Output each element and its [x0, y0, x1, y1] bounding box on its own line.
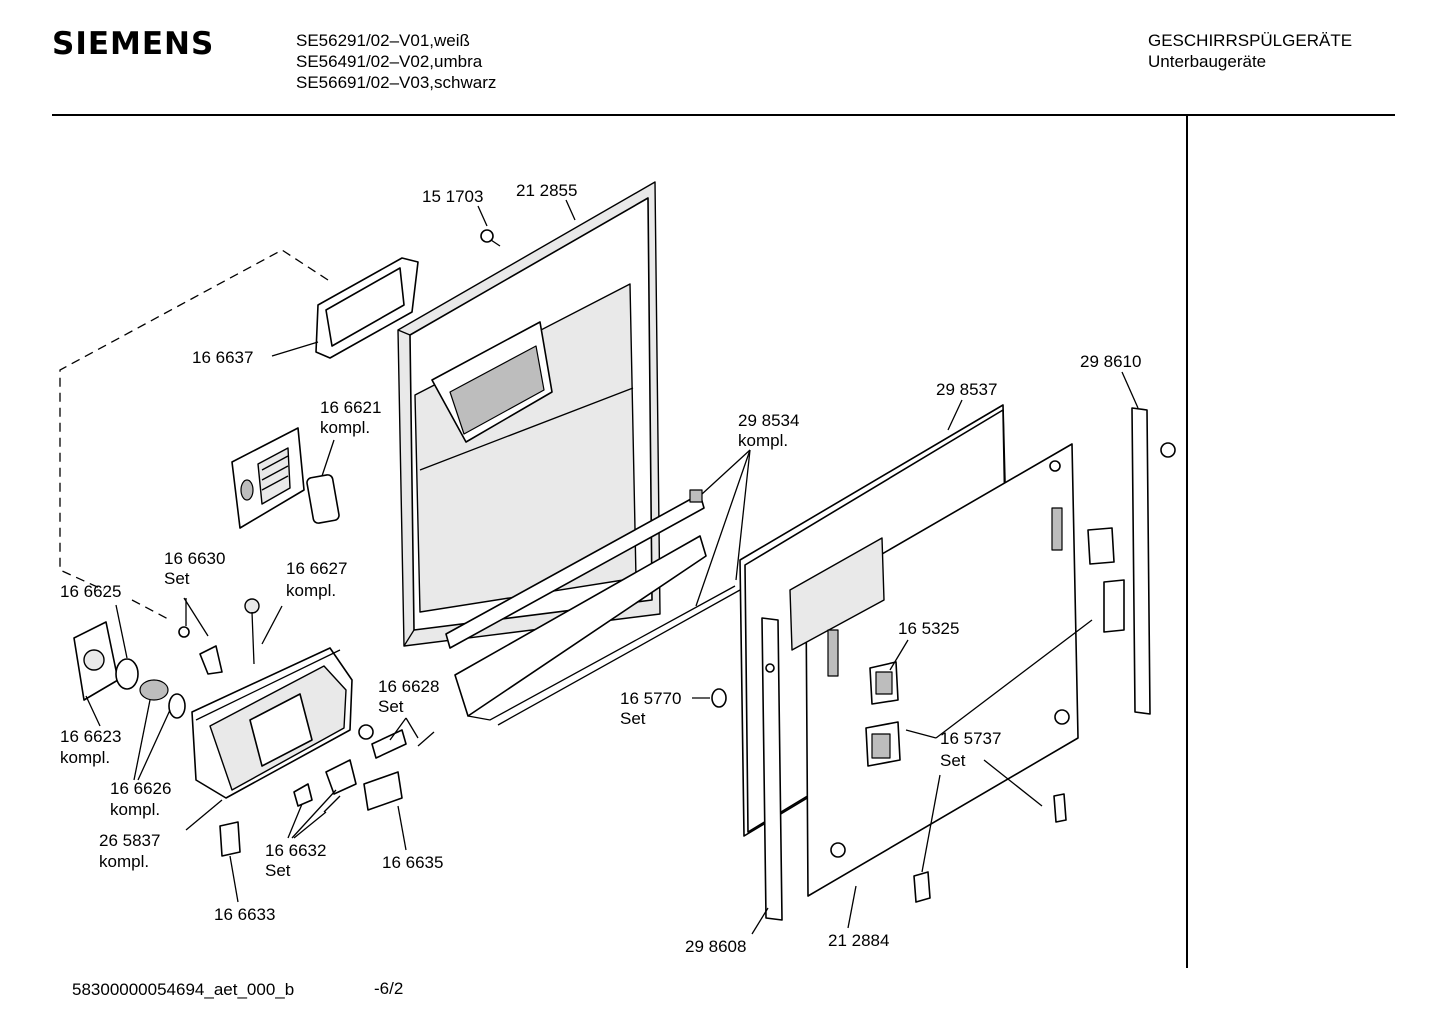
- label-151703: 15 1703: [422, 187, 483, 206]
- category-block: GESCHIRRSPÜLGERÄTE Unterbaugeräte: [1148, 30, 1352, 72]
- label-166632: 16 6632: [265, 841, 326, 860]
- leader-lines: [85, 199, 1139, 935]
- label-166625: 16 6625: [60, 582, 121, 601]
- side-strip-right: [1087, 407, 1176, 715]
- latch-part: [869, 661, 899, 705]
- label-166630-sub: Set: [164, 569, 190, 588]
- model-line: SE56291/02–V01,weiß: [296, 31, 470, 50]
- label-165737: 16 5737: [940, 729, 1001, 748]
- label-165737-sub: Set: [940, 751, 966, 770]
- label-166626: 16 6626: [110, 779, 171, 798]
- label-166621: 16 6621: [320, 398, 381, 417]
- plug-part: [711, 688, 727, 708]
- label-298537: 29 8537: [936, 380, 997, 399]
- label-166627: 16 6627: [286, 559, 347, 578]
- dispenser-seal-frame: [315, 257, 419, 359]
- small-pieces: [178, 598, 374, 740]
- label-265837: 26 5837: [99, 831, 160, 850]
- inner-door-panel: [397, 181, 661, 647]
- selector-knob: [73, 621, 186, 719]
- label-166637: 16 6637: [192, 348, 253, 367]
- label-166623-sub: kompl.: [60, 748, 110, 767]
- door-trim-strip: [445, 489, 741, 726]
- label-165770: 16 5770: [620, 689, 681, 708]
- brand-logo: SIEMENS: [52, 26, 215, 62]
- category-subtitle: Unterbaugeräte: [1148, 52, 1267, 71]
- model-list: SE56291/02–V01,weiß SE56491/02–V02,umbra…: [296, 30, 496, 93]
- category-title: GESCHIRRSPÜLGERÄTE: [1148, 31, 1353, 50]
- label-165770-sub: Set: [620, 709, 646, 728]
- label-166627-sub: kompl.: [286, 581, 336, 600]
- label-166635: 16 6635: [382, 853, 443, 872]
- label-212884: 21 2884: [828, 931, 889, 950]
- label-298610: 29 8610: [1080, 352, 1141, 371]
- label-265837-sub: kompl.: [99, 852, 149, 871]
- label-166621-sub: kompl.: [320, 418, 370, 437]
- document-id: 58300000054694_aet_000_b: [72, 980, 295, 999]
- label-166628: 16 6628: [378, 677, 439, 696]
- page-number: -6/2: [374, 979, 404, 998]
- label-165325: 16 5325: [898, 619, 959, 638]
- spring-parts: [219, 729, 435, 857]
- label-166630: 16 6630: [164, 549, 225, 568]
- model-line: SE56491/02–V02,umbra: [296, 52, 483, 71]
- label-298534: 29 8534: [738, 411, 799, 430]
- dashed-knob-guide: [131, 599, 171, 621]
- dashed-assembly-guide: [59, 249, 329, 591]
- decor-panel: [789, 443, 1079, 897]
- header-divider: [52, 114, 1395, 116]
- dispenser-cover: [231, 427, 340, 529]
- side-strip-left: [761, 617, 783, 921]
- label-298608: 29 8608: [685, 937, 746, 956]
- part-labels: 15 1703 21 2855 16 6637 16 6621 kompl. 2…: [60, 181, 1141, 956]
- clip-set: [865, 721, 1067, 903]
- label-166633: 16 6633: [214, 905, 275, 924]
- label-298534-sub: kompl.: [738, 431, 788, 450]
- label-166623: 16 6623: [60, 727, 121, 746]
- label-166632-sub: Set: [265, 861, 291, 880]
- label-166628-sub: Set: [378, 697, 404, 716]
- control-module: [191, 647, 353, 799]
- side-divider: [1186, 116, 1188, 968]
- model-line: SE56691/02–V03,schwarz: [296, 73, 497, 92]
- label-166626-sub: kompl.: [110, 800, 160, 819]
- screw-part: [480, 229, 501, 247]
- label-212855: 21 2855: [516, 181, 577, 200]
